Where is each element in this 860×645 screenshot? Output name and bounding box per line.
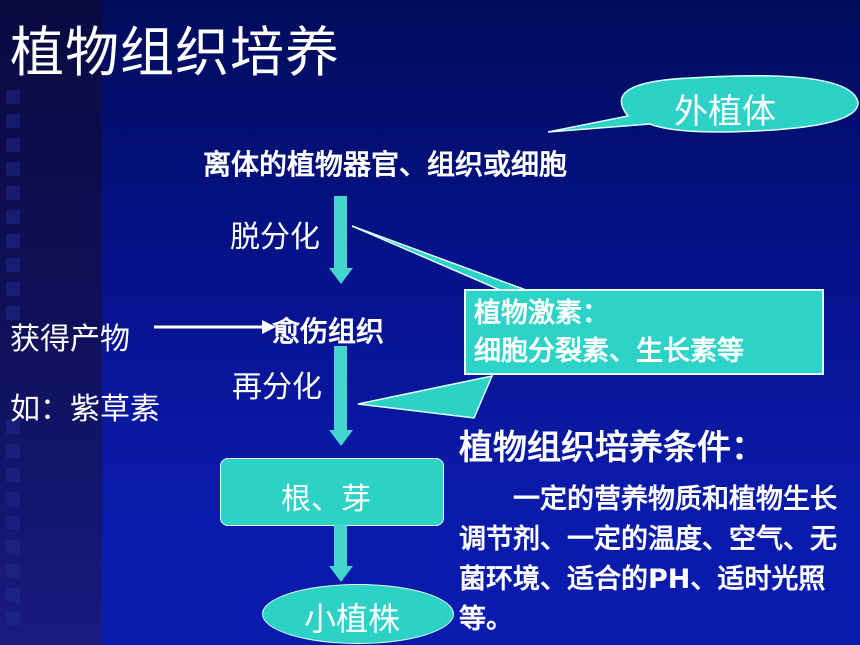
step-dedifferentiation: 脱分化	[230, 220, 320, 255]
product-label: 获得产物	[10, 322, 130, 357]
flow-arrow-1	[334, 196, 347, 268]
flow-arrow-2	[334, 346, 347, 430]
plantlet-label: 小植株	[304, 600, 401, 638]
hormone-arrow-upper	[351, 225, 527, 291]
root-bud-label: 根、芽	[281, 482, 371, 517]
hormone-line1: 植物激素：	[474, 298, 609, 329]
explant-label: 外植体	[674, 92, 776, 132]
slide-title: 植物组织培养	[10, 21, 340, 84]
step-redifferentiation: 再分化	[232, 370, 322, 405]
flow-arrow-3-head	[329, 566, 353, 582]
flow-arrow-3	[334, 524, 347, 566]
example-label: 如：紫草素	[10, 392, 160, 427]
flow-arrow-1-head	[329, 268, 353, 284]
hormone-arrow-lower	[357, 374, 494, 419]
hormone-line2: 细胞分裂素、生长素等	[474, 336, 744, 367]
left-decor-strip	[0, 0, 102, 645]
product-arrow	[154, 320, 276, 334]
callus: 愈伤组织	[272, 315, 385, 348]
root-bud-box	[220, 458, 444, 526]
hormone-box: 植物激素： 细胞分裂素、生长素等	[464, 289, 824, 375]
plantlet-ellipse	[262, 584, 454, 644]
source-tissue: 离体的植物器官、组织或细胞	[203, 148, 568, 181]
conditions-title: 植物组织培养条件：	[459, 428, 765, 468]
conditions-text: 一定的营养物质和植物生长调节剂、一定的温度、空气、无菌环境、适合的PH、适时光照…	[459, 484, 837, 635]
explant-callout	[547, 74, 859, 133]
flow-arrow-2-head	[329, 430, 353, 446]
